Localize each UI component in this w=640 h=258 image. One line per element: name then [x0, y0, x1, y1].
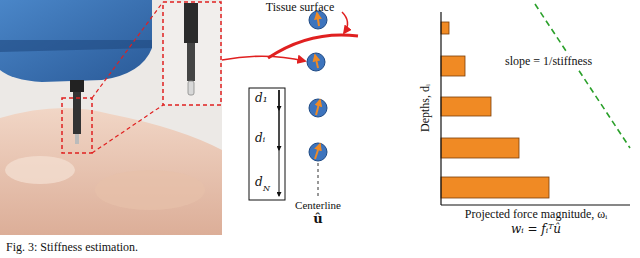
slope-label: slope = 1/stiffness	[503, 54, 594, 68]
caption-holder: Fig. 3: Stiffness estimation.	[6, 240, 138, 255]
depth-label-holder: d	[255, 176, 263, 190]
probe-tip	[188, 81, 194, 95]
formula-label: wᵢ = fᵢᵀû	[511, 222, 561, 236]
tissue-shade	[5, 156, 75, 184]
zoom-box	[163, 2, 221, 105]
depth-subscript: N	[263, 184, 270, 193]
depth-label-holder: dᵢ	[255, 132, 265, 146]
slope-label-holder: slope = 1/stiffness	[503, 55, 594, 69]
depth-force-chart	[441, 4, 630, 205]
robot-photo	[0, 0, 222, 235]
probe-body	[184, 3, 198, 43]
axis-symbol: û	[313, 211, 322, 226]
depth-subscript-holder: N	[263, 184, 270, 193]
force-bars	[441, 22, 549, 198]
centerline	[318, 163, 319, 197]
depth-label: d	[255, 175, 263, 189]
depth-bracket	[249, 88, 285, 200]
axis-symbol-holder: û	[313, 212, 322, 227]
axis-title-holder: Projected force magnitude, ωᵢ	[465, 208, 607, 222]
pointer-arrow	[222, 56, 305, 61]
figure-caption: Fig. 3: Stiffness estimation.	[6, 240, 138, 254]
contact-points	[307, 11, 327, 161]
tool-tip	[75, 134, 79, 144]
depth-label: d₁	[255, 91, 268, 105]
zoom-line	[92, 2, 163, 98]
y-axis	[440, 12, 441, 205]
depth-label-holder: d₁	[255, 92, 268, 106]
axis-title: Projected force magnitude, ωᵢ	[465, 207, 607, 221]
axis-title: Depths, dᵢ	[418, 84, 432, 132]
schematic	[222, 11, 358, 200]
centerline-label-holder: Centerline	[295, 199, 341, 212]
fit-line	[535, 4, 630, 148]
tool-mount	[70, 80, 84, 92]
robot-head	[0, 0, 152, 82]
tissue-shade	[95, 170, 205, 210]
zoom-region	[62, 98, 92, 153]
tissue	[0, 108, 222, 235]
formula-label-holder: wᵢ = fᵢᵀû	[511, 223, 561, 237]
depth-label: dᵢ	[255, 131, 265, 145]
zoom-line	[92, 105, 163, 153]
surface-label-holder: Tissue surface	[266, 1, 335, 15]
surface-pointer	[342, 12, 348, 33]
photo-ground	[0, 0, 222, 235]
axis-title-holder: Depths, dᵢ	[419, 84, 433, 132]
depth-arrow	[279, 90, 280, 196]
probe-shaft	[187, 43, 195, 81]
x-axis	[441, 204, 630, 205]
centerline-label: Centerline	[295, 199, 341, 211]
robot-band	[0, 40, 152, 52]
surface-label: Tissue surface	[266, 0, 335, 14]
